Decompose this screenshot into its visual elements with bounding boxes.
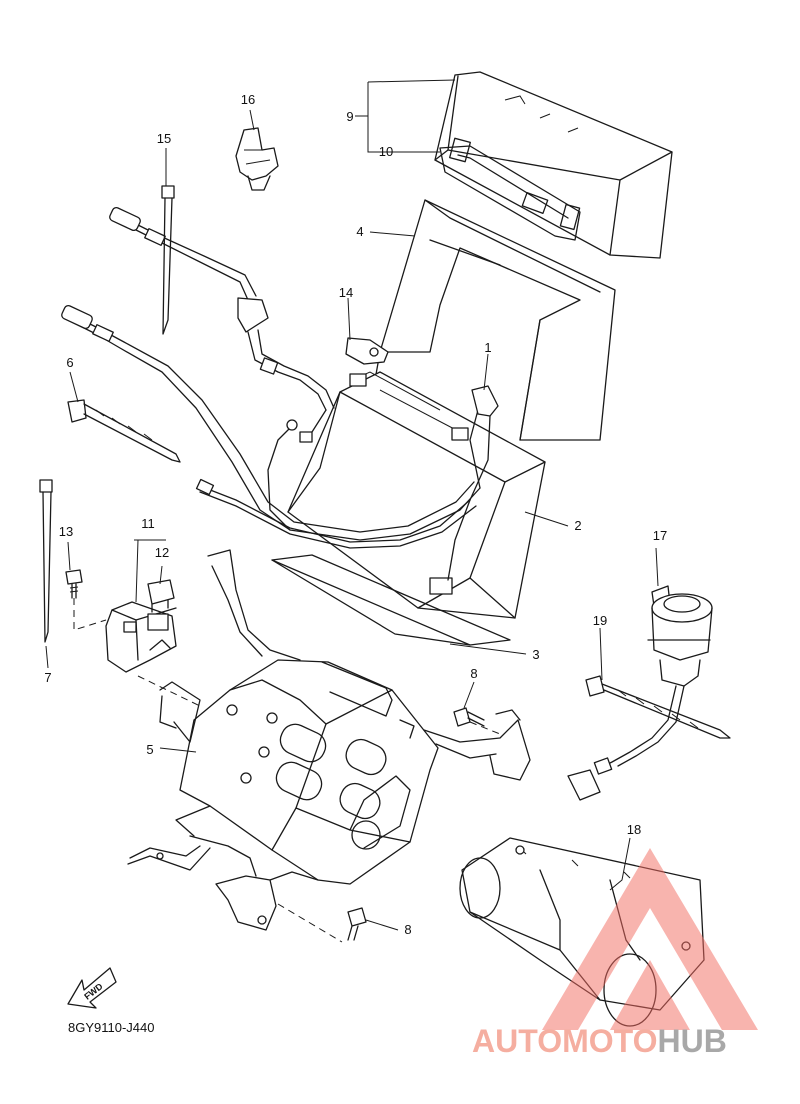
diagram-code: 8GY9110-J440	[68, 1020, 155, 1035]
battery-case	[127, 549, 531, 931]
battery-cover	[434, 71, 673, 259]
callout-11: 11	[141, 516, 155, 531]
callout-19: 19	[593, 613, 607, 628]
fuse-12	[147, 579, 175, 613]
battery-cables	[61, 206, 499, 581]
callout-16: 16	[241, 92, 255, 107]
callout-13: 13	[59, 524, 73, 539]
cable-tie-7	[39, 479, 53, 643]
watermark-text-part1: AUTOMOTO	[472, 1023, 657, 1059]
callout-2: 2	[574, 518, 581, 533]
callout-8-lower: 8	[404, 922, 411, 937]
clamp-16	[235, 127, 279, 191]
callout-18: 18	[627, 822, 641, 837]
bolt-8-lower	[347, 907, 367, 941]
battery-band	[374, 199, 616, 441]
watermark-text-part2: HUB	[657, 1023, 726, 1059]
callout-4: 4	[356, 224, 363, 239]
relay-assembly	[105, 601, 177, 673]
callout-3: 3	[532, 647, 539, 662]
cable-tie-6	[67, 399, 181, 463]
leader-lines	[45, 79, 659, 931]
callout-5: 5	[146, 742, 153, 757]
cable-tie-15	[161, 185, 175, 335]
callout-9: 9	[346, 109, 353, 124]
bolt-8-upper	[453, 707, 485, 727]
terminal-cover	[345, 337, 389, 365]
fwd-arrow-icon: FWD	[67, 967, 117, 1009]
cable-tie-19	[585, 675, 731, 739]
callout-1: 1	[484, 340, 491, 355]
callout-12: 12	[155, 545, 169, 560]
battery-pad	[271, 554, 511, 646]
watermark: AUTOMOTOHUB	[472, 848, 758, 1059]
watermark-logo-icon	[542, 848, 758, 1030]
callout-15: 15	[157, 131, 171, 146]
callout-8-upper: 8	[470, 666, 477, 681]
bolt-13	[65, 569, 83, 599]
callout-14: 14	[339, 285, 353, 300]
accessory-socket	[567, 585, 713, 801]
callout-17: 17	[653, 528, 667, 543]
callout-6: 6	[66, 355, 73, 370]
callout-labels: 1 2 3 4 5 6 7 8 8 9 10 11 12 13 14 15 16…	[44, 92, 667, 937]
alignment-lines	[73, 598, 501, 943]
battery	[287, 371, 546, 619]
callout-7: 7	[44, 670, 51, 685]
callout-10: 10	[379, 144, 393, 159]
svg-text:AUTOMOTOHUB: AUTOMOTOHUB	[472, 1023, 727, 1059]
